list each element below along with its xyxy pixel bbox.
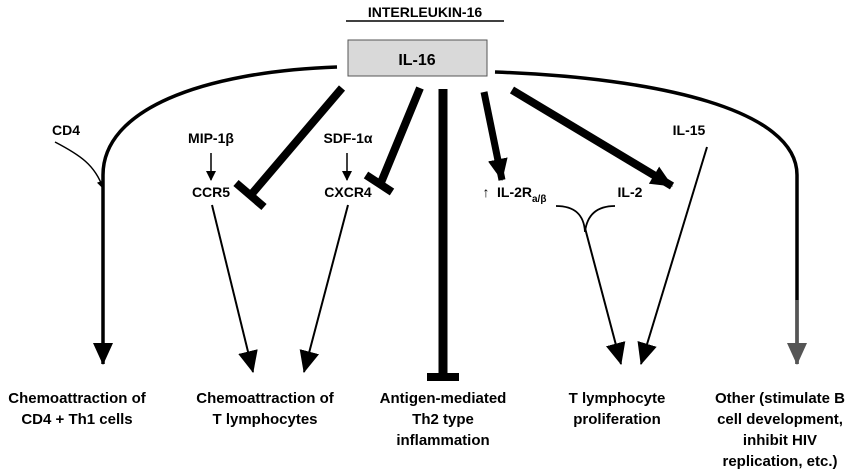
- il2-to-proliferation: [584, 227, 626, 365]
- outcome-chemoattraction-cd4-th1: Chemoattraction of CD4 + Th1 cells: [8, 390, 147, 428]
- diagram-title: INTERLEUKIN-16: [368, 4, 483, 20]
- il16-box: [347, 39, 488, 77]
- il15-label: IL-15: [673, 122, 706, 138]
- ccr5-to-chemoattraction: [211, 204, 258, 373]
- outcome-line: Other (stimulate B: [715, 390, 845, 407]
- il2r-up-arrow-icon: ↑: [483, 184, 490, 200]
- outcome-line: T lymphocytes: [212, 411, 317, 428]
- outcome-other: Other (stimulate B cell development, inhib…: [715, 390, 845, 470]
- outcome-t-lymphocyte-proliferation: T lymphocyte proliferation: [569, 390, 666, 428]
- outcome-line: Antigen-mediated: [380, 390, 507, 407]
- arc-to-chemoattraction-cd4: [93, 65, 338, 365]
- outcome-line: proliferation: [573, 411, 661, 428]
- inhibit-cxcr4: [376, 86, 424, 187]
- outcome-line: inflammation: [396, 432, 489, 449]
- sdf1a-label: SDF-1α: [323, 130, 372, 146]
- cd4-arrow: [54, 141, 105, 189]
- outcome-line: inhibit HIV: [743, 432, 817, 449]
- il15-to-proliferation: [637, 146, 708, 365]
- arc-to-other: [494, 70, 799, 364]
- outcome-chemoattraction-t-lymphocytes: Chemoattraction of T lymphocytes: [196, 390, 335, 428]
- outcome-line: cell development,: [717, 411, 843, 428]
- outcome-line: Chemoattraction of: [196, 390, 335, 407]
- outcome-line: Chemoattraction of: [8, 390, 147, 407]
- inhibit-ccr5-bar: [233, 179, 267, 211]
- inhibit-cxcr4-bar: [363, 171, 395, 196]
- cxcr4-label: CXCR4: [324, 184, 372, 200]
- il16-to-il2r: [480, 91, 508, 181]
- inhibit-th2-bar: [427, 373, 459, 381]
- outcome-line: T lymphocyte: [569, 390, 666, 407]
- il16-to-il2: [509, 86, 675, 190]
- outcome-line: Th2 type: [412, 411, 474, 428]
- mip1b-label: MIP-1β: [188, 130, 234, 146]
- cd4-label: CD4: [52, 122, 80, 138]
- ccr5-label: CCR5: [192, 184, 230, 200]
- outcome-line: replication, etc.): [722, 453, 837, 470]
- inhibit-ccr5: [246, 85, 346, 199]
- il16-label: IL-16: [398, 52, 435, 69]
- cxcr4-to-chemoattraction: [299, 204, 349, 373]
- il2r-label: IL-2Ra/β: [497, 184, 546, 205]
- outcome-line: CD4 + Th1 cells: [21, 411, 132, 428]
- il2-label: IL-2: [618, 184, 643, 200]
